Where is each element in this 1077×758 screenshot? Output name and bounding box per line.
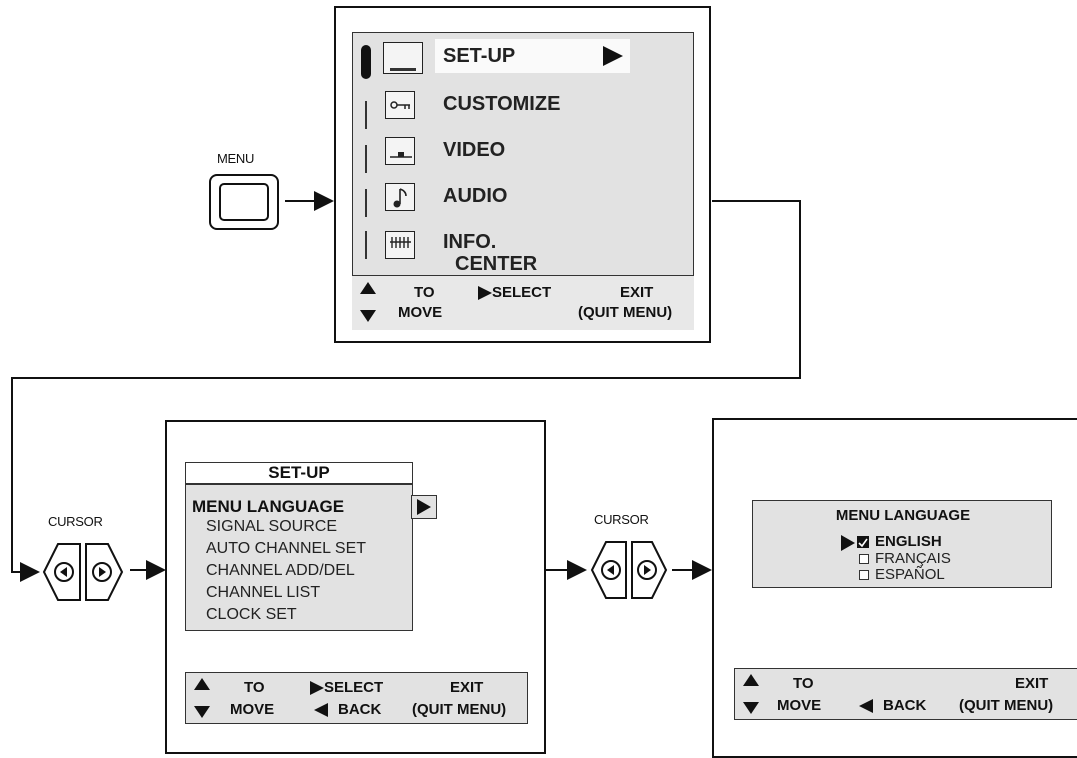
language-footer-to: TO [793,675,814,692]
main-menu-panel: SET-UP CUSTOMIZE VIDEO AUDIO INFO. CENTE… [352,32,694,330]
video-icon [385,137,415,165]
up-down-arrow-icon [194,678,210,718]
footer-to-label: TO [414,284,435,301]
setup-item-signal-source[interactable]: SIGNAL SOURCE [206,518,337,535]
language-option-english[interactable]: ENGLISH [875,533,942,550]
audio-note-icon [385,183,415,211]
setup-footer-quit: (QUIT MENU) [412,701,507,718]
back-arrow-icon [314,703,328,717]
footer-quit-label: (QUIT MENU) [578,304,673,321]
setup-item-clock-set[interactable]: CLOCK SET [206,606,297,623]
setup-item-auto-channel-set[interactable]: AUTO CHANNEL SET [206,540,367,557]
setup-title: SET-UP [185,462,413,484]
main-menu-item-audio[interactable]: AUDIO [443,185,508,207]
selected-highlight [435,39,630,73]
language-footer-back: BACK [883,697,927,714]
setup-footer: TO MOVE SELECT BACK EXIT (QUIT MENU) [185,672,528,724]
language-footer-quit: (QUIT MENU) [959,697,1054,714]
setup-arrow-icon [603,46,623,66]
main-menu-item-setup[interactable]: SET-UP [443,45,516,67]
language-option-espanol[interactable]: ESPAÑOL [875,566,945,583]
main-menu-item-video[interactable]: VIDEO [443,139,506,161]
setup-footer-to: TO [244,679,265,696]
language-title: MENU LANGUAGE [835,507,971,524]
scroll-indicator [361,45,371,79]
language-screen: MENU LANGUAGE ENGLISH FRANÇAIS ESPAÑOL T… [712,418,1077,758]
unchecked-box-icon[interactable] [859,554,869,564]
info-center-icon [385,231,415,259]
arrow-main-to-cursor [11,200,801,582]
setup-icon [383,42,423,74]
setup-footer-exit: EXIT [450,679,484,696]
language-panel: MENU LANGUAGE ENGLISH FRANÇAIS ESPAÑOL [752,500,1052,588]
cursor-right-label: CURSOR [594,512,649,527]
footer-exit-label: EXIT [620,284,654,301]
up-down-arrow-icon [360,282,376,322]
select-arrow-icon [478,286,492,300]
setup-item-channel-add-del[interactable]: CHANNEL ADD/DEL [206,562,355,579]
setup-item-channel-list[interactable]: CHANNEL LIST [206,584,321,601]
unchecked-box-icon[interactable] [859,570,869,580]
language-footer-exit: EXIT [1015,675,1049,692]
setup-screen: SET-UP MENU LANGUAGE SIGNAL SOURCE AUTO … [165,420,546,754]
up-down-arrow-icon [743,674,759,714]
language-select-arrow-icon [841,535,855,551]
checked-box-icon[interactable] [857,536,869,548]
menu-button[interactable] [209,174,279,230]
main-menu-item-customize[interactable]: CUSTOMIZE [443,93,561,115]
cursor-left-label: CURSOR [48,514,103,529]
main-menu-screen: SET-UP CUSTOMIZE VIDEO AUDIO INFO. CENTE… [334,6,711,343]
footer-move-label: MOVE [398,304,443,321]
language-footer: TO MOVE BACK EXIT (QUIT MENU) [734,668,1077,720]
setup-footer-back: BACK [338,701,382,718]
cursor-left-pad[interactable] [38,538,128,606]
main-menu-item-info-center[interactable]: INFO. CENTER [443,231,538,275]
customize-key-icon [385,91,415,119]
select-arrow-icon [310,681,324,695]
main-menu-footer: TO MOVE SELECT EXIT (QUIT MENU) [352,275,694,330]
language-option-francais[interactable]: FRANÇAIS [875,550,951,567]
setup-footer-select: SELECT [324,679,384,696]
menu-language-arrow-tab [411,495,437,519]
setup-list-panel: MENU LANGUAGE SIGNAL SOURCE AUTO CHANNEL… [185,484,413,631]
setup-footer-move: MOVE [230,701,275,718]
footer-select-label: SELECT [492,284,552,301]
menu-button-label: MENU [217,151,255,166]
back-arrow-icon [859,699,873,713]
cursor-right-pad[interactable] [586,536,672,604]
setup-item-menu-language[interactable]: MENU LANGUAGE [192,497,345,516]
language-footer-move: MOVE [777,697,822,714]
